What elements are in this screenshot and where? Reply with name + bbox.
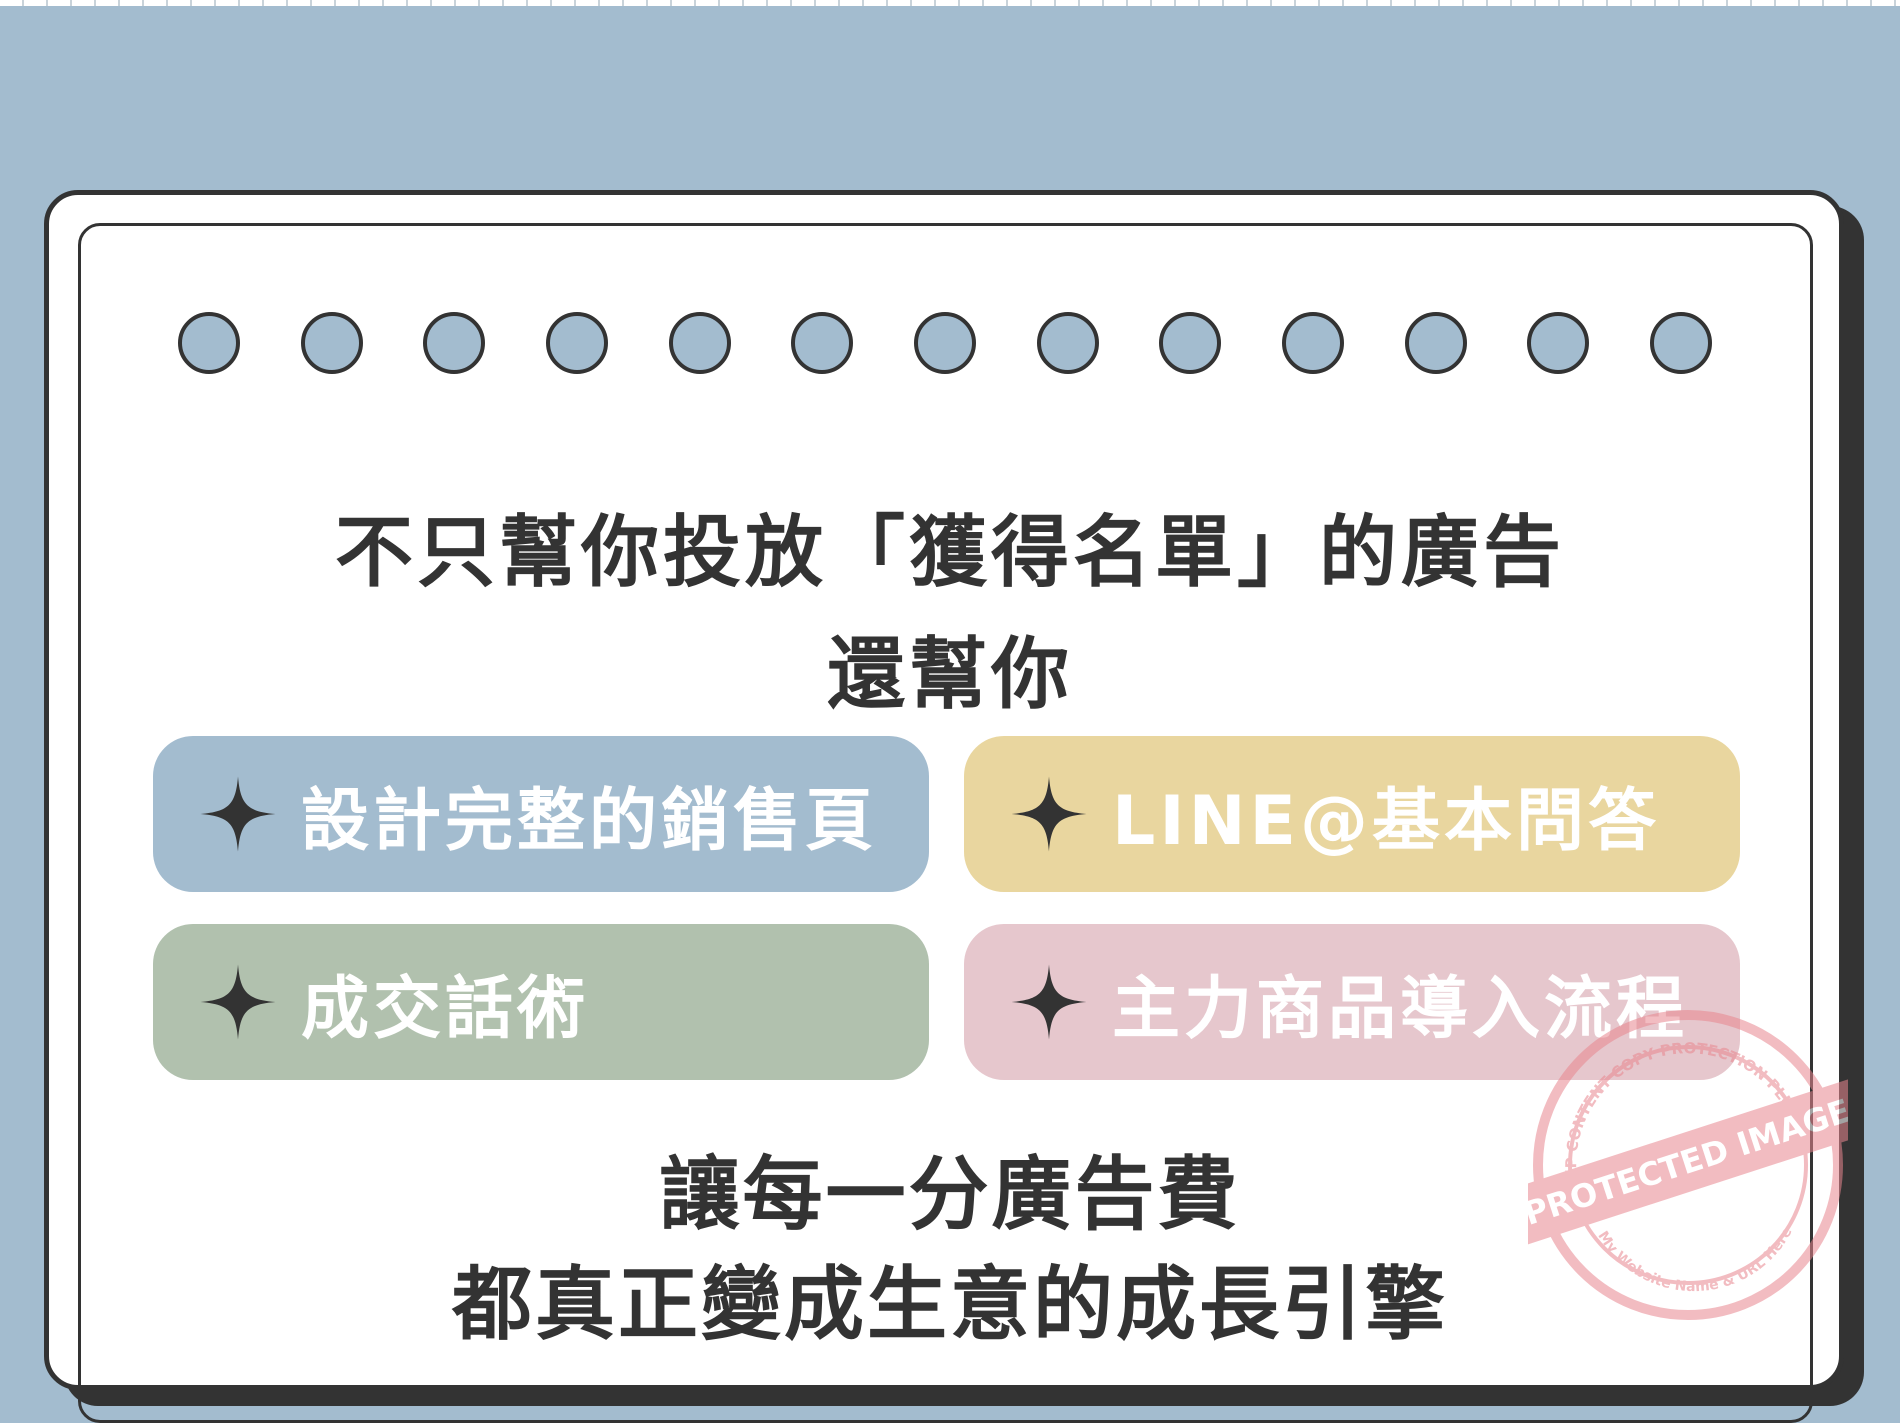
top-ruler-strip [0, 0, 1900, 6]
closing-line-1: 讓每一分廣告費 [659, 1148, 1241, 1241]
binder-ring [1036, 312, 1099, 374]
binder-ring [1159, 312, 1222, 374]
sparkle-icon [200, 776, 276, 852]
feature-label: LINE@基本問答 [1112, 781, 1660, 861]
binder-rings [178, 312, 1712, 380]
binder-ring [300, 312, 363, 374]
binder-ring [1404, 312, 1467, 374]
sparkle-icon [200, 964, 276, 1040]
binder-ring [545, 312, 608, 374]
headline-line-2: 還幫你 [826, 630, 1073, 720]
binder-ring [791, 312, 854, 374]
sparkle-icon [1011, 964, 1087, 1040]
feature-label: 設計完整的銷售頁 [301, 781, 878, 861]
binder-ring [1281, 312, 1344, 374]
binder-ring [1527, 312, 1590, 374]
feature-label: 成交話術 [301, 969, 590, 1049]
svg-text:My Website Name & URL Here: My Website Name & URL Here [1594, 1225, 1795, 1295]
feature-pill-sales-page: 設計完整的銷售頁 [153, 736, 929, 892]
binder-ring [913, 312, 976, 374]
protected-image-watermark-stamp: WP CONTENT COPY PROTECTION PLUGIN My Web… [1528, 1010, 1848, 1320]
watermark-bottom-text: My Website Name & URL Here [1594, 1225, 1795, 1295]
feature-pill-product-funnel: 主力商品導入流程 [964, 924, 1740, 1080]
binder-ring [423, 312, 486, 374]
binder-ring [1649, 312, 1712, 374]
headline-line-1: 不只幫你投放「獲得名單」的廣告 [334, 508, 1565, 598]
feature-pill-closing-script: 成交話術 [153, 924, 929, 1080]
feature-label: 主力商品導入流程 [1112, 969, 1689, 1049]
binder-ring [178, 312, 240, 374]
binder-ring [668, 312, 731, 374]
feature-pill-line-qa: LINE@基本問答 [964, 736, 1740, 892]
sparkle-icon [1011, 776, 1087, 852]
